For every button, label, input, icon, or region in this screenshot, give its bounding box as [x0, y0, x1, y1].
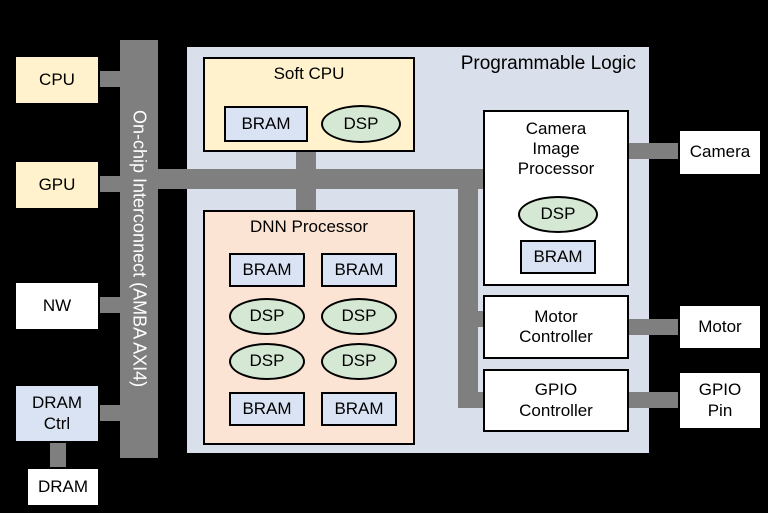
gpio-controller-block: GPIO Controller: [483, 369, 629, 432]
on-chip-interconnect-bus: On-chip Interconnect (AMBA AXI4): [120, 40, 158, 458]
bram-label: BRAM: [533, 246, 583, 266]
soft-cpu-label: Soft CPU: [273, 64, 345, 83]
nw-label: NW: [42, 295, 72, 315]
bram-label: BRAM: [242, 398, 292, 418]
bram-label: BRAM: [334, 398, 384, 418]
bram-label: BRAM: [241, 113, 291, 133]
connector-cpu-interconnect: [100, 71, 122, 87]
cpu-block: CPU: [14, 55, 100, 105]
bram-label: BRAM: [334, 259, 384, 279]
connector-gpioctrl-bus: [458, 392, 485, 408]
dram-block: DRAM: [26, 467, 100, 507]
dsp-label: DSP: [343, 113, 379, 133]
motor-block: Motor: [678, 304, 762, 350]
bram-unit: BRAM: [229, 253, 305, 287]
gpio-pin-block: GPIO Pin: [678, 371, 762, 430]
dsp-label: DSP: [341, 351, 377, 371]
camera-label: Camera: [689, 142, 751, 162]
gpio-controller-label: GPIO Controller: [519, 380, 593, 420]
camera-image-processor-block: Camera Image Processor DSP BRAM: [483, 110, 629, 286]
dsp-unit: DSP: [229, 343, 305, 380]
connector-motorctrl-bus: [458, 311, 485, 327]
bram-unit: BRAM: [520, 240, 596, 274]
motor-label: Motor: [698, 316, 742, 336]
dsp-unit: DSP: [321, 298, 397, 335]
panel-title: Programmable Logic: [460, 53, 636, 74]
dram-ctrl-block: DRAM Ctrl: [14, 384, 100, 443]
dnn-processor-block: DNN Processor BRAM BRAM DSP DSP DSP DSP …: [203, 210, 415, 445]
dsp-unit: DSP: [321, 105, 401, 143]
bram-unit: BRAM: [321, 392, 397, 426]
connector-pl-vertical-bus: [458, 169, 478, 408]
dsp-label: DSP: [341, 306, 377, 326]
dram-ctrl-label: DRAM Ctrl: [31, 393, 83, 433]
dsp-unit: DSP: [321, 343, 397, 380]
dsp-label: DSP: [249, 351, 285, 371]
cpu-label: CPU: [39, 69, 75, 89]
motor-controller-block: Motor Controller: [483, 295, 629, 359]
connector-dramctrl-interconnect: [100, 405, 122, 421]
dsp-unit: DSP: [518, 196, 598, 233]
bram-unit: BRAM: [224, 106, 308, 142]
motor-controller-label: Motor Controller: [519, 306, 593, 346]
connector-dnn-bus: [296, 187, 316, 212]
dram-label: DRAM: [37, 476, 89, 496]
dsp-label: DSP: [249, 306, 285, 326]
connector-dramctrl-dram: [50, 441, 66, 469]
nw-block: NW: [14, 281, 100, 331]
dsp-label: DSP: [540, 204, 576, 224]
bram-label: BRAM: [242, 259, 292, 279]
dsp-unit: DSP: [229, 298, 305, 335]
connector-gpu-interconnect: [100, 176, 122, 192]
bram-unit: BRAM: [321, 253, 397, 287]
connector-motorctrl-motor: [629, 319, 678, 335]
gpu-label: GPU: [38, 174, 76, 194]
connector-softcpu-bus: [296, 150, 316, 172]
connector-main-bus: [156, 169, 483, 189]
soft-cpu-block: Soft CPU BRAM DSP: [203, 57, 415, 152]
bram-unit: BRAM: [229, 392, 305, 426]
camera-block: Camera: [678, 129, 762, 176]
gpu-block: GPU: [14, 160, 100, 210]
connector-gpioctrl-gpiopin: [629, 392, 678, 408]
connector-cameraproc-camera: [629, 143, 678, 159]
interconnect-label: On-chip Interconnect (AMBA AXI4): [129, 110, 150, 388]
gpio-pin-label: GPIO Pin: [698, 380, 742, 420]
camera-image-processor-label: Camera Image Processor: [517, 119, 595, 179]
connector-nw-interconnect: [100, 297, 122, 313]
dnn-processor-label: DNN Processor: [249, 217, 369, 236]
